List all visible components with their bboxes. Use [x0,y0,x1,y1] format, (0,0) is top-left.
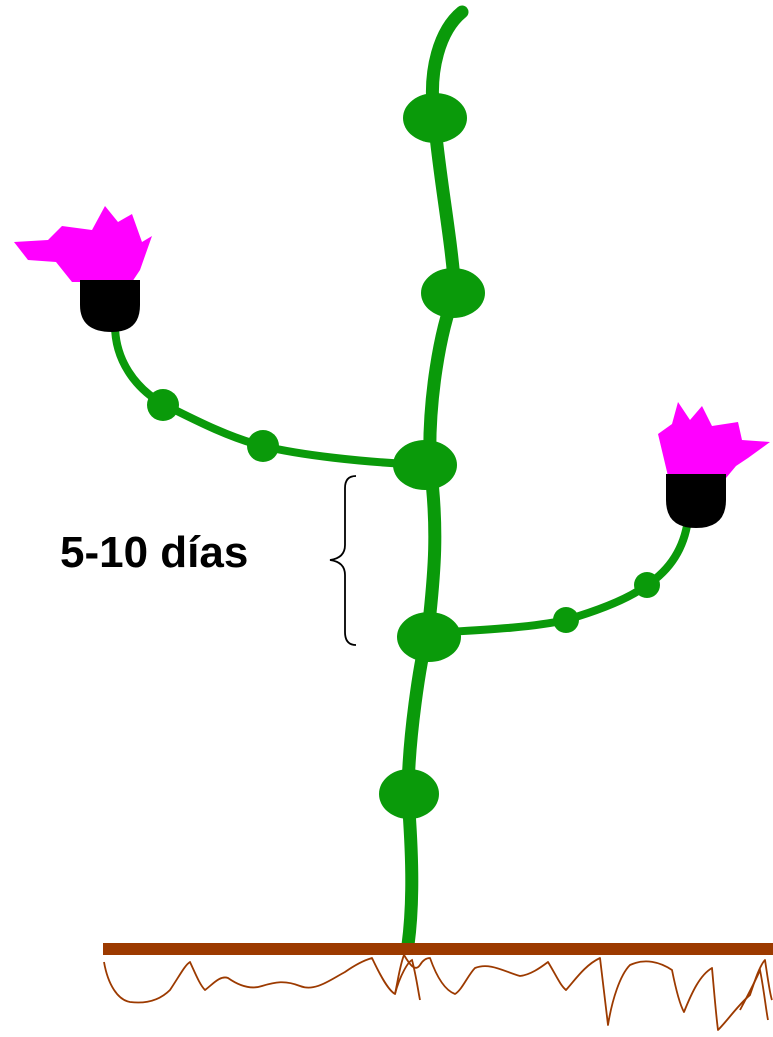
flower-petals [14,206,152,282]
flower-petals [658,402,770,478]
right-branch [426,516,692,637]
flower-base [666,474,726,528]
stem-node [421,268,485,318]
stem-node [403,93,467,143]
interval-label: 5-10 días [60,528,249,577]
root-strand [739,966,769,1021]
right-flower [658,402,770,528]
stem-node [379,769,439,819]
root-strand [394,958,421,1001]
interval-bracket [329,475,357,646]
soil-line [103,943,773,955]
roots [103,954,773,1031]
branch-node [147,389,179,421]
stem-node [397,612,461,662]
stem-node [393,440,457,490]
branch-node [634,572,660,598]
left-branch [111,321,429,469]
left-flower [14,206,152,332]
flower-base [80,280,140,332]
branch-node [247,430,279,462]
branch-node [553,607,579,633]
